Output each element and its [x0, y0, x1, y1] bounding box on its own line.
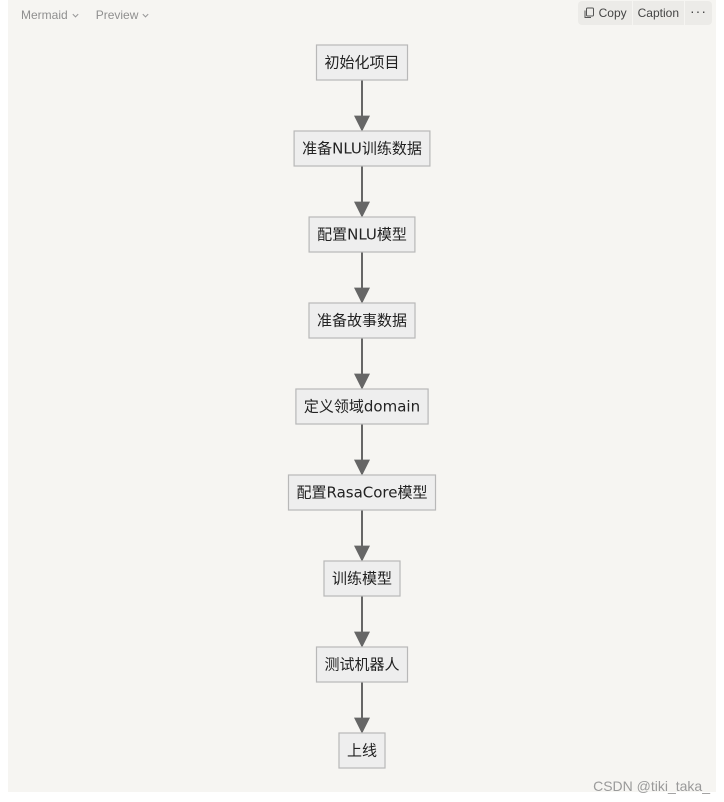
view-dropdown[interactable]: Preview — [96, 8, 151, 22]
flow-node-n6: 配置RasaCore模型 — [287, 474, 437, 511]
flow-node-label: 准备NLU训练数据 — [302, 140, 422, 158]
copy-label: Copy — [598, 6, 627, 20]
flow-node-box — [287, 474, 437, 511]
language-dropdown[interactable]: Mermaid — [21, 8, 80, 22]
flow-node-box — [293, 130, 431, 167]
flow-node-box — [308, 302, 416, 339]
chevron-down-icon — [72, 13, 79, 18]
flow-node-n1: 初始化项目 — [315, 44, 409, 81]
flow-node-n9: 上线 — [338, 732, 386, 769]
flow-node-box — [315, 646, 409, 683]
language-label: Mermaid — [21, 8, 68, 22]
flow-node-box — [295, 388, 429, 425]
flow-node-n8: 测试机器人 — [315, 646, 409, 683]
flow-node-n7: 训练模型 — [323, 560, 401, 597]
flow-node-label: 上线 — [347, 742, 377, 760]
flow-node-label: 配置NLU模型 — [317, 226, 407, 244]
flow-node-label: 准备故事数据 — [317, 312, 407, 330]
flow-node-box — [308, 216, 416, 253]
flow-node-n5: 定义领域domain — [295, 388, 429, 425]
flow-node-label: 测试机器人 — [324, 656, 399, 674]
copy-icon — [584, 7, 594, 18]
more-button[interactable]: ··· — [685, 1, 712, 25]
flow-node-box — [315, 44, 409, 81]
flow-node-n4: 准备故事数据 — [308, 302, 416, 339]
copy-button[interactable]: Copy — [577, 1, 633, 25]
flow-node-label: 定义领域domain — [304, 398, 420, 416]
caption-button[interactable]: Caption — [632, 1, 685, 25]
flow-node-box — [323, 560, 401, 597]
flow-node-label: 配置RasaCore模型 — [296, 484, 427, 502]
flow-node-label: 初始化项目 — [324, 54, 399, 72]
flow-node-label: 训练模型 — [332, 570, 392, 588]
chevron-down-icon — [142, 13, 149, 18]
flow-node-box — [338, 732, 386, 769]
caption-label: Caption — [637, 6, 679, 20]
view-label: Preview — [95, 8, 139, 22]
toolbar-right: Copy Caption ··· — [577, 1, 712, 25]
more-dots-icon: ··· — [690, 3, 707, 19]
flow-node-n2: 准备NLU训练数据 — [293, 130, 431, 167]
flow-node-n3: 配置NLU模型 — [308, 216, 416, 253]
watermark: CSDN @tiki_taka_ — [593, 778, 710, 794]
toolbar-left: Mermaid Preview — [21, 6, 150, 24]
